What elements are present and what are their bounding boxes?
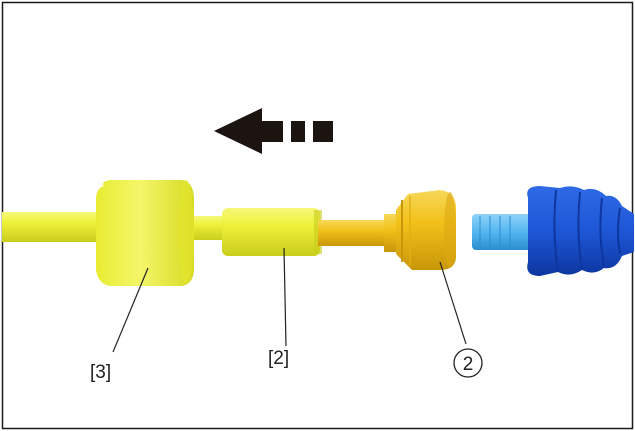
leader-lines [112,247,467,353]
tool-rod [2,212,230,242]
drive-shaft-spline [472,214,532,250]
dashed-left-arrow-icon [214,108,333,154]
tool-2-sleeve [222,208,322,256]
joint-part-2 [318,190,456,270]
label-tool-2: [2] [268,348,289,369]
label-part-2-circled: 2 [453,348,483,378]
leader-part-2 [439,261,467,345]
leader-tool-3 [112,267,149,353]
label-tool-3: [3] [90,362,111,383]
label-part-2: 2 [463,354,474,375]
leader-tool-2 [283,247,287,347]
joint-boot [527,186,634,276]
tool-3-cylinder [96,180,194,286]
